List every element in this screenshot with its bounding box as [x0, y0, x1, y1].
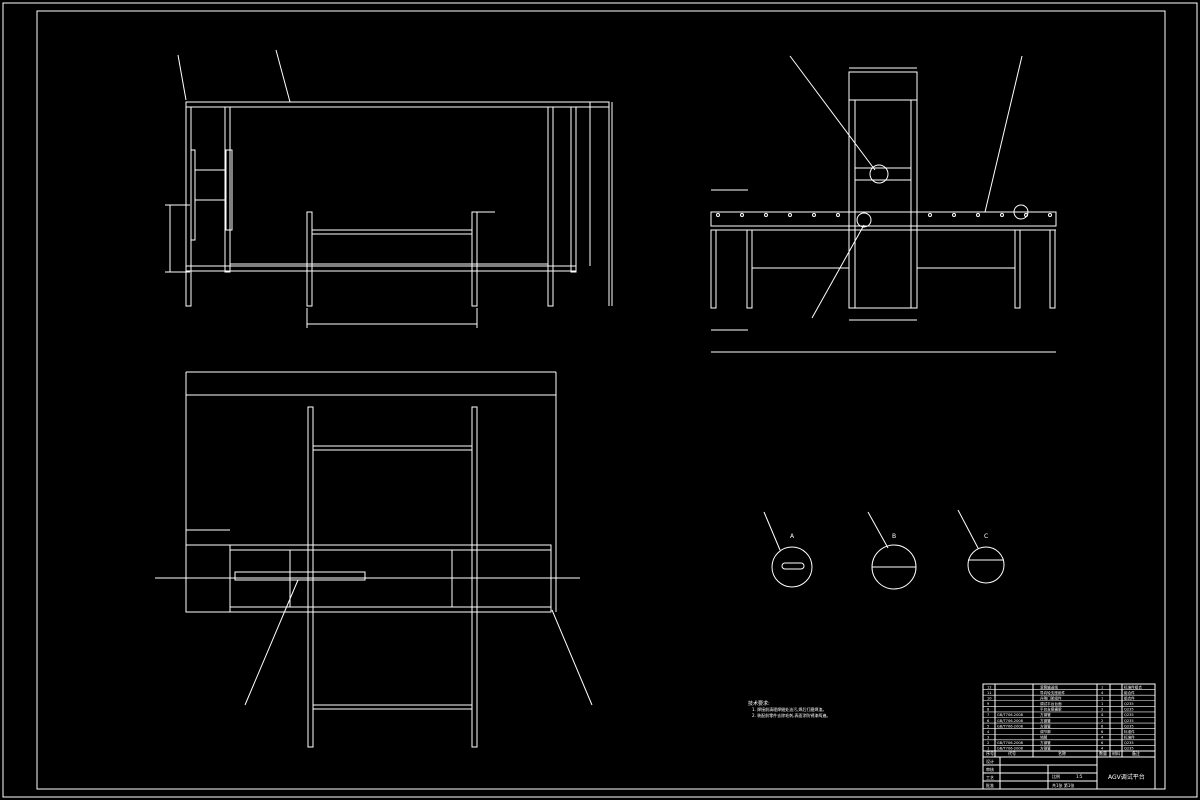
bom-name: 平台支撑横梁 [1040, 707, 1062, 712]
notes-item-1: 1. 焊接前清理焊缝处油污,焊后打磨焊渣。 [752, 706, 826, 712]
bom-remark: Q235 [1124, 724, 1134, 728]
bom-qty: 1 [1101, 685, 1103, 689]
bom-name: 方钢管 [1040, 740, 1051, 745]
bom-name: 方钢管 [1040, 718, 1051, 723]
side-view [710, 55, 1057, 353]
bom-no: 7 [987, 713, 989, 717]
notes-heading: 技术要求: [748, 700, 770, 707]
tb-designer-label: 设计 [986, 758, 994, 764]
tb-code-label: 代号 [1008, 750, 1016, 756]
tb-sheet: 共1张 第1张 [1052, 782, 1074, 788]
bom-qty: 2 [1101, 719, 1103, 723]
tb-material-label: 材料 [1112, 750, 1120, 756]
bom-qty: 4 [1101, 713, 1104, 717]
detail-label-a: A [790, 533, 795, 540]
bom-name: 调试平台台面 [1040, 701, 1062, 706]
bom-remark: Q235 [1124, 719, 1134, 723]
bom-qty: 8 [1101, 724, 1104, 728]
bom-no: 9 [987, 702, 990, 706]
bom-no: 6 [987, 719, 990, 723]
tb-scale-label: 比例 [1052, 773, 1060, 779]
bom-remark: Q235 [1124, 741, 1134, 745]
roller-marks [716, 213, 1052, 217]
bom-code: GB/T706-2008 [997, 719, 1024, 723]
bom-no: 12 [987, 685, 992, 689]
bom-qty: 6 [1101, 730, 1104, 734]
bom-remark: Q235 [1124, 708, 1134, 712]
bom-name: 滚筒输送线 [1040, 684, 1058, 689]
tb-process-label: 工艺 [986, 775, 994, 780]
detail-label-b: B [892, 533, 896, 540]
bom-qty: 6 [1101, 741, 1104, 745]
detail-label-c: C [984, 533, 988, 540]
tb-scale-value: 1:5 [1076, 774, 1083, 779]
bom-no: 4 [987, 730, 990, 734]
detail-labels: A B C [790, 533, 988, 540]
tb-name-label: 名称 [1058, 750, 1066, 756]
inner-border [36, 10, 1166, 790]
bom-qty: 4 [1101, 691, 1104, 695]
bom-name: 方钢管 [1040, 712, 1051, 717]
detail-views [763, 509, 1005, 590]
bom-no: 10 [987, 696, 992, 700]
tb-qty-label: 数量 [1099, 750, 1107, 756]
bom-code: GB/T706-2008 [997, 741, 1024, 745]
bom-name: 地脚 [1040, 735, 1048, 740]
bom-qty: 4 [1101, 736, 1104, 740]
bom-name: 升降门架组件 [1040, 695, 1062, 700]
bom-no: 11 [987, 691, 992, 695]
bom-qty: 2 [1101, 708, 1103, 712]
bom-qty: 1 [1101, 696, 1103, 700]
tb-remarks-label: 备注 [1132, 750, 1140, 756]
bom-no: 1 [987, 747, 989, 751]
drawing-title: AGV调试平台 [1108, 773, 1145, 781]
bom-name: 方钢管 [1040, 723, 1051, 728]
bom-name: 导向轮支座组件 [1040, 690, 1066, 695]
bom-no: 5 [987, 724, 989, 728]
bom-remark: Q235 [1124, 713, 1134, 717]
tb-approve-label: 批准 [986, 782, 994, 788]
bom-qty: 4 [1101, 747, 1104, 751]
bom-remark: 组合件 [1124, 690, 1135, 695]
bom-no: 8 [987, 708, 990, 712]
bom-name: 调节脚 [1040, 729, 1051, 734]
bom-remark: Q235 [1124, 702, 1134, 706]
bom-remark: 标准件组合 [1124, 684, 1142, 689]
bom-remark: 标准件 [1124, 729, 1135, 734]
bom-code: GB/T706-2008 [997, 747, 1024, 751]
tb-seq-label: 序号 [986, 750, 994, 756]
technical-notes: 技术要求: 1. 焊接前清理焊缝处油污,焊后打磨焊渣。 2. 装配前零件去除毛刺… [748, 700, 830, 718]
tb-checker-label: 审核 [986, 766, 994, 772]
bom-remark: Q235 [1124, 747, 1134, 751]
bom-no: 2 [987, 741, 989, 745]
bom-qty: 1 [1101, 702, 1103, 706]
top-view [155, 371, 593, 748]
front-view [165, 49, 613, 328]
bom-no: 3 [987, 736, 989, 740]
bom-remark: 组合件 [1124, 695, 1135, 700]
bom-code: GB/T706-2008 [997, 713, 1024, 717]
notes-item-2: 2. 装配前零件去除毛刺,表面涂防锈漆两遍。 [752, 712, 830, 718]
bom-remark: 标准件 [1124, 735, 1135, 740]
bom-name: 方钢管 [1040, 746, 1051, 751]
bom-code: GB/T706-2008 [997, 724, 1024, 728]
